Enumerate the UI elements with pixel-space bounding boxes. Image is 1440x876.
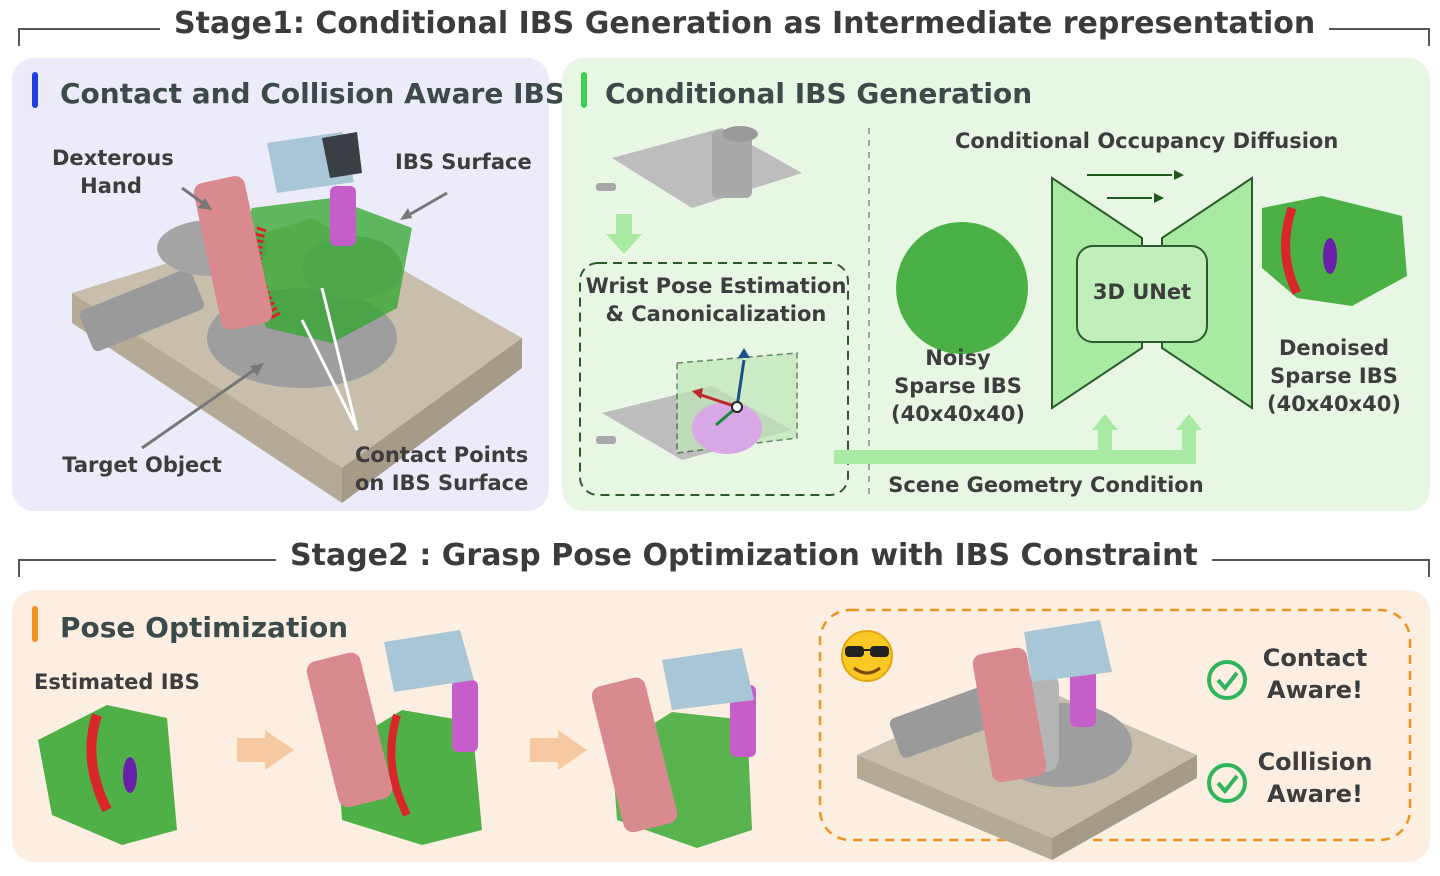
label-unet: 3D UNet <box>1092 280 1192 304</box>
stage1-divider-right-tick <box>1428 28 1430 46</box>
label-contact-aware-1: Contact <box>1262 644 1368 672</box>
conditional-ibs-title: Conditional IBS Generation <box>605 77 1033 110</box>
blue-accent-bar <box>32 72 38 108</box>
label-scene-condition: Scene Geometry Condition <box>888 473 1204 497</box>
stage2-title: Stage2 : Grasp Pose Optimization with IB… <box>276 538 1212 573</box>
stage2-divider-right-tick <box>1428 559 1430 577</box>
label-ibs-surface: IBS Surface <box>395 150 532 174</box>
ibs-scene-illustration <box>72 132 522 503</box>
label-diffusion-title: Conditional Occupancy Diffusion <box>955 129 1339 153</box>
label-collision-aware-1: Collision <box>1257 748 1373 776</box>
collision-check-icon <box>1207 761 1247 801</box>
label-dexterous-hand-2: Hand <box>80 174 142 198</box>
label-noisy-3: (40x40x40) <box>891 402 1025 426</box>
label-denoised-2: Sparse IBS <box>1270 364 1398 388</box>
stage1-divider-left-tick <box>18 28 20 46</box>
label-collision-aware-2: Aware! <box>1267 780 1363 808</box>
label-wrist-pose-2: & Canonicalization <box>605 302 827 326</box>
orange-accent-bar <box>32 606 38 642</box>
pose-optimization-title: Pose Optimization <box>60 611 349 644</box>
stage1-title: Stage1: Conditional IBS Generation as In… <box>160 6 1330 41</box>
label-target-object: Target Object <box>62 453 222 477</box>
green-accent-bar <box>581 72 587 108</box>
label-denoised-1: Denoised <box>1278 336 1390 360</box>
stage2-divider-left-tick <box>18 559 20 577</box>
pose-optimization-illustration <box>38 608 1412 860</box>
contact-collision-title: Contact and Collision Aware IBS <box>60 77 566 110</box>
sunglasses-emoji-icon <box>842 630 892 682</box>
conditional-ibs-illustration <box>579 126 1407 498</box>
label-contact-points-2: on IBS Surface <box>355 471 529 495</box>
label-wrist-pose-1: Wrist Pose Estimation <box>585 274 847 298</box>
label-denoised-3: (40x40x40) <box>1267 392 1401 416</box>
label-noisy-2: Sparse IBS <box>894 374 1022 398</box>
contact-check-icon <box>1207 658 1247 698</box>
label-noisy-1: Noisy <box>925 346 991 370</box>
label-estimated-ibs: Estimated IBS <box>34 670 200 694</box>
label-contact-points-1: Contact Points <box>355 443 529 467</box>
label-contact-aware-2: Aware! <box>1267 676 1363 704</box>
label-dexterous-hand-1: Dexterous <box>52 146 174 170</box>
